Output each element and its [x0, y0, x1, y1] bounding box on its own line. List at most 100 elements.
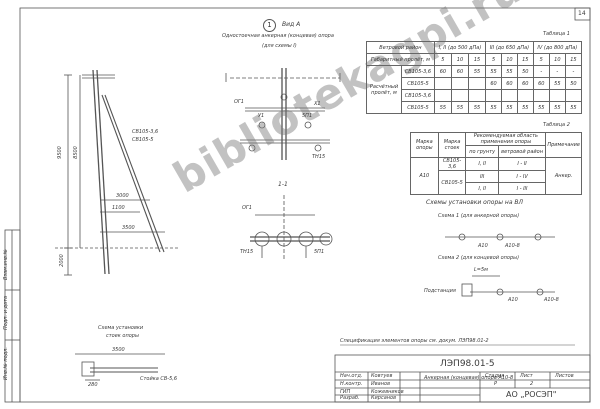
table1-cell: 55: [500, 65, 518, 78]
table1-cell: [516, 89, 534, 102]
table2-subheader: по грунту: [465, 145, 499, 158]
table1-col-2: III (до 650 дПа): [485, 41, 534, 54]
table1-cell: 10: [548, 53, 566, 66]
sheet-frame: [19, 7, 591, 403]
install-side: 280: [88, 382, 98, 388]
label-sp11: 5П1: [302, 113, 313, 119]
table1-cell: 60: [532, 77, 550, 90]
table2-cell: I - IV: [497, 170, 547, 183]
table1-cell: [548, 89, 566, 102]
main-pole: [92, 69, 106, 275]
company-name: АО „РОСЭП": [506, 390, 557, 399]
table1-cell: 60: [516, 77, 534, 90]
dim-top: 8500: [72, 146, 79, 159]
table1-header-left: Ветровой район: [366, 41, 435, 54]
doc-code: ЛЭП98.01-5: [440, 359, 495, 369]
table2-header: Примечание: [545, 132, 582, 158]
table1-cell: 60: [450, 65, 470, 78]
scheme2-a10b: А10-8: [544, 297, 559, 303]
install-stand-label: Стойка СВ-5,6: [140, 376, 178, 382]
table1-cell: 50: [564, 77, 583, 90]
table2-cell: I - II: [497, 157, 547, 171]
dim-1100: 1100: [112, 205, 125, 211]
table1-cell: 5: [485, 53, 502, 66]
table1-cell: [450, 77, 470, 90]
dim-bottom: 2000: [58, 254, 65, 267]
table1-col-1: I, II (до 500 дПа): [433, 41, 487, 54]
table1-cell: [532, 89, 550, 102]
table1-cell: 10: [500, 53, 518, 66]
sheet-value: 2: [530, 381, 534, 387]
role-label: Нач.отд.: [340, 373, 363, 379]
table2-cell: I, II: [465, 182, 499, 195]
table1-cell: 15: [467, 53, 487, 66]
label-tn15: ТН15: [312, 154, 326, 160]
table1-cell: 55: [500, 101, 518, 114]
table2-cell: I - III: [497, 182, 547, 195]
table1-cell: 5: [433, 53, 452, 66]
install-title: Схема установки: [98, 325, 144, 331]
label-og1: ОГ1: [234, 99, 244, 105]
table2-header: Марка стоек: [437, 132, 467, 158]
scheme2-dim: L=5м: [474, 267, 488, 273]
table1-cell: 15: [516, 53, 534, 66]
table1-cell: 55: [516, 101, 534, 114]
table2-note: Анкер.: [545, 157, 582, 195]
table1-cell: [467, 89, 487, 102]
table1-cell: 55: [564, 101, 583, 114]
table1-cell: 10: [450, 53, 470, 66]
table1-cell: 5: [532, 53, 550, 66]
table1-cell: [500, 89, 518, 102]
side-stamp-3: Взам.инв.№: [3, 249, 9, 280]
stage-label: Стадия: [485, 373, 505, 379]
table1-row-label: СВ105-3,6: [401, 89, 435, 102]
table1-cell: [433, 89, 452, 102]
table-2: Марка опоры Марка стоек Рекомендуемая об…: [410, 132, 582, 195]
view-label: Вид А: [282, 21, 301, 28]
title-block-frame: [334, 354, 591, 403]
scheme2-title: Схема 2 (для концевой опоры): [438, 255, 520, 261]
doc-name: Анкерная (концевая) опора А10-8: [424, 375, 514, 381]
dim-base: 3500: [122, 225, 135, 231]
view-caption-2: (для схемы I): [262, 43, 297, 49]
table1-cell: 55: [548, 77, 566, 90]
table1-cell: -: [564, 65, 583, 78]
table1-cell: [564, 89, 583, 102]
view-caption: Одностоечная анкерная (концевая) опора: [222, 33, 334, 39]
table2-header: Марка опоры: [410, 132, 439, 158]
table2-title: Таблица 2: [543, 122, 570, 128]
role-name: Кирсанов: [371, 395, 397, 401]
table1-cell: 55: [467, 101, 487, 114]
table1-cell: 55: [548, 101, 566, 114]
side-stamp-2: Подп. и дата: [3, 295, 9, 330]
dim-side: 3000: [116, 193, 129, 199]
table1-cell: -: [532, 65, 550, 78]
dim-main: 9500: [56, 146, 63, 159]
table1-cell: 55: [532, 101, 550, 114]
brace-pole: [101, 94, 161, 253]
table2-header: Рекомендуемая область применения опоры: [465, 132, 547, 146]
section-label: 1-1: [278, 181, 288, 188]
schemes-title: Схемы установки опоры на ВЛ: [426, 199, 524, 206]
table1-cell: [450, 89, 470, 102]
label-sp11-section: 5П1: [314, 249, 325, 255]
side-stamp-frame: [4, 229, 21, 403]
scheme2-a10: А10: [508, 297, 518, 303]
table1-row-label: Габаритный пролёт, м: [366, 53, 435, 66]
spec-note: Спецификация элементов опоры см. докум. …: [340, 338, 489, 344]
table1-col-3: IV (до 800 дПа): [532, 41, 583, 54]
label-og1-section: ОГ1: [242, 205, 252, 211]
table2-subheader: ветровой район: [497, 145, 547, 158]
role-label: Н.контр.: [340, 381, 363, 387]
table1-cell: 55: [450, 101, 470, 114]
role-name: Иванов: [371, 381, 391, 387]
role-name: Ковтуев: [371, 373, 393, 379]
table1-cell: 55: [433, 101, 452, 114]
page-number-box: [574, 7, 591, 21]
table1-cell: [485, 89, 502, 102]
table2-cell: III: [465, 170, 499, 183]
table1-cell: 55: [485, 101, 502, 114]
stand-label-2: СВ105-5: [132, 137, 154, 143]
table1-cell: 55: [485, 65, 502, 78]
